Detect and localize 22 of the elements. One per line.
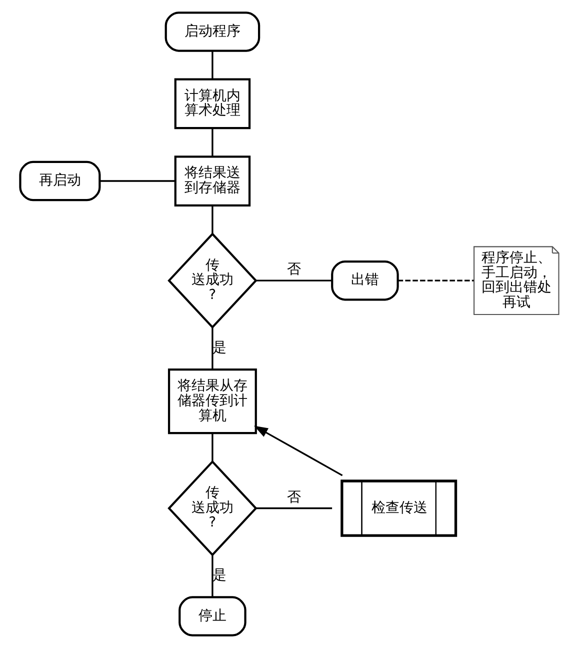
edge-label: 否 bbox=[287, 262, 301, 278]
connector bbox=[100, 180, 176, 182]
connector bbox=[212, 51, 214, 80]
arrow bbox=[254, 426, 343, 476]
connector bbox=[212, 328, 214, 370]
node-box: 再启动 bbox=[19, 160, 101, 202]
connector bbox=[256, 280, 332, 282]
node-box: 将结果从存储器传到计算机 bbox=[168, 368, 257, 434]
node-box: 出错 bbox=[331, 260, 399, 301]
node-box: 计算机内算术处理 bbox=[174, 78, 251, 130]
node-box: 停止 bbox=[178, 596, 246, 636]
node-diamond: 传送成功? bbox=[168, 460, 258, 556]
edge-label: 否 bbox=[287, 489, 301, 506]
node-diamond: 传送成功? bbox=[168, 232, 258, 329]
connector bbox=[256, 507, 332, 510]
connector bbox=[212, 555, 214, 597]
node-box: 将结果送到存储器 bbox=[174, 156, 251, 206]
connector bbox=[212, 128, 214, 156]
node-box: 启动程序 bbox=[164, 12, 260, 52]
connector bbox=[212, 433, 214, 462]
connector bbox=[398, 280, 474, 282]
connector bbox=[212, 206, 214, 234]
